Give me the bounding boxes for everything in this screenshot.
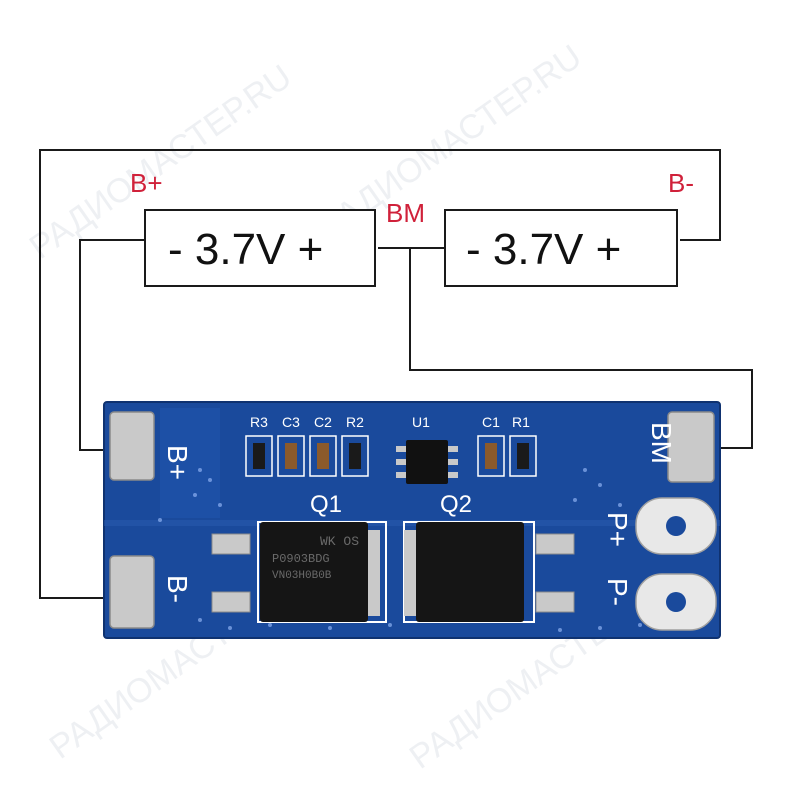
pad-p-plus: [635, 497, 717, 555]
label-r3: R3: [250, 414, 268, 430]
pad-b-plus: [109, 411, 155, 481]
mosfet-q1: WK OS P0903BDG VN03H0B0B: [211, 521, 387, 623]
pad-b-minus: [109, 555, 155, 629]
cell-right-label: - 3.7V +: [466, 225, 621, 274]
silk-bm: BM: [646, 422, 677, 464]
silk-p-plus: P+: [602, 512, 633, 547]
wires: [39, 149, 753, 599]
label-bm: BM: [386, 198, 425, 228]
label-q1: Q1: [310, 491, 342, 518]
smd-components: [245, 435, 537, 477]
label-b-minus: B-: [668, 168, 694, 198]
pad-bm: [667, 411, 715, 483]
silk-b-minus: B-: [162, 575, 193, 603]
q1-marking-2: P0903BDG: [272, 552, 330, 566]
battery-cell-right: - 3.7V +: [444, 209, 678, 287]
q1-marking-1: WK OS: [320, 534, 359, 549]
u1-chip: [396, 440, 458, 484]
label-r1: R1: [512, 414, 530, 430]
label-b-plus: B+: [130, 168, 163, 198]
cell-left-label: - 3.7V +: [168, 225, 323, 274]
pad-p-minus: [635, 573, 717, 631]
wire-bm: [409, 248, 753, 449]
silk-p-minus: P-: [602, 578, 633, 606]
wire-b-plus: [79, 239, 145, 451]
label-c1: C1: [482, 414, 500, 430]
label-r2: R2: [346, 414, 364, 430]
battery-cell-left: - 3.7V +: [144, 209, 376, 287]
mosfet-q2: [403, 521, 575, 623]
label-c2: C2: [314, 414, 332, 430]
q1-marking-3: VN03H0B0B: [272, 570, 332, 582]
label-q2: Q2: [440, 491, 472, 518]
label-c3: C3: [282, 414, 300, 430]
wire-b-minus: [39, 149, 721, 599]
label-u1: U1: [412, 414, 430, 430]
pcb-board: B+ B- BM P+ P- R3 C3 C2 R2 U1 C1 R1: [103, 401, 721, 639]
silk-b-plus: B+: [162, 445, 193, 480]
